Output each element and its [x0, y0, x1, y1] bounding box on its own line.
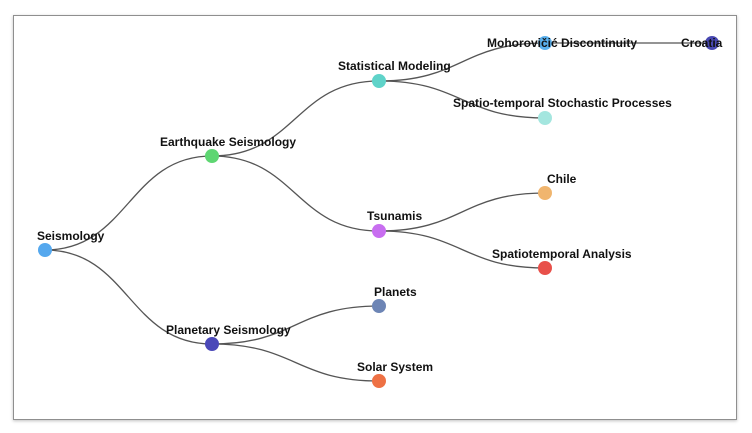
node-label-chile: Chile: [547, 172, 577, 186]
node-label-moho: Mohorovičić Discontinuity: [487, 36, 637, 50]
node-label-tsunamis: Tsunamis: [367, 209, 422, 223]
node-label-solar: Solar System: [357, 360, 433, 374]
link-statistical-spatio_stoch: [378, 80, 546, 119]
link-statistical-moho: [378, 42, 546, 82]
node-label-earthquake: Earthquake Seismology: [160, 135, 296, 149]
node-circle-solar[interactable]: [372, 374, 386, 388]
node-label-planetary: Planetary Seismology: [166, 323, 291, 337]
node-label-planets: Planets: [374, 285, 417, 299]
link-tsunamis-spatio_analysis: [378, 230, 546, 269]
node-tsunamis[interactable]: Tsunamis: [367, 209, 422, 238]
node-statistical[interactable]: Statistical Modeling: [338, 59, 451, 88]
node-spatio_analysis[interactable]: Spatiotemporal Analysis: [492, 247, 632, 275]
node-circle-seismology[interactable]: [38, 243, 52, 257]
node-planetary[interactable]: Planetary Seismology: [166, 323, 291, 351]
node-label-spatio_stoch: Spatio-temporal Stochastic Processes: [453, 96, 672, 110]
node-circle-spatio_analysis[interactable]: [538, 261, 552, 275]
node-circle-tsunamis[interactable]: [372, 224, 386, 238]
link-seismology-planetary: [44, 249, 213, 345]
node-circle-earthquake[interactable]: [205, 149, 219, 163]
node-circle-spatio_stoch[interactable]: [538, 111, 552, 125]
node-circle-planetary[interactable]: [205, 337, 219, 351]
link-earthquake-tsunamis: [211, 155, 380, 232]
node-earthquake[interactable]: Earthquake Seismology: [160, 135, 296, 163]
node-circle-planets[interactable]: [372, 299, 386, 313]
node-circle-statistical[interactable]: [372, 74, 386, 88]
node-label-spatio_analysis: Spatiotemporal Analysis: [492, 247, 632, 261]
link-planetary-solar: [211, 343, 380, 382]
node-planets[interactable]: Planets: [372, 285, 417, 313]
node-moho[interactable]: Mohorovičić Discontinuity: [487, 36, 637, 50]
node-circle-moho[interactable]: [538, 36, 552, 50]
tree-links: [44, 42, 712, 382]
node-seismology[interactable]: Seismology: [37, 229, 105, 257]
node-label-croatia: Croatia: [681, 36, 723, 50]
link-tsunamis-chile: [378, 192, 546, 232]
node-solar[interactable]: Solar System: [357, 360, 433, 388]
link-seismology-earthquake: [44, 155, 213, 251]
node-circle-croatia[interactable]: [705, 36, 719, 50]
node-label-seismology: Seismology: [37, 229, 105, 243]
node-croatia[interactable]: Croatia: [681, 36, 723, 50]
node-spatio_stoch[interactable]: Spatio-temporal Stochastic Processes: [453, 96, 672, 125]
link-planetary-planets: [211, 305, 380, 345]
node-circle-chile[interactable]: [538, 186, 552, 200]
node-label-statistical: Statistical Modeling: [338, 59, 451, 73]
tree-nodes: Seismology Earthquake SeismologyPlanetary…: [37, 36, 723, 388]
node-chile[interactable]: Chile: [538, 172, 577, 200]
link-earthquake-statistical: [211, 80, 380, 157]
